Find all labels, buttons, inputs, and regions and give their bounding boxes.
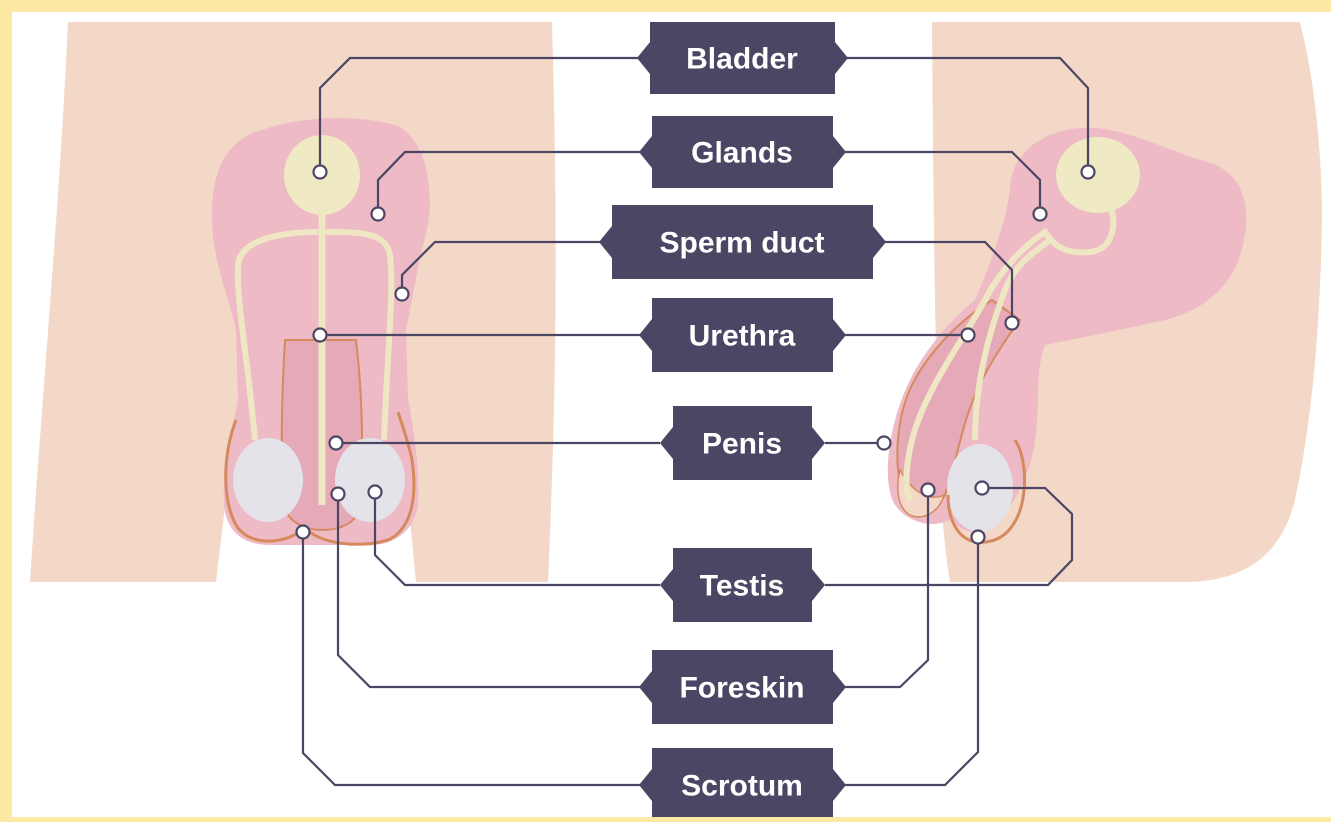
dot-scrotum-side: [972, 531, 985, 544]
front-view-illustration: [30, 22, 556, 582]
front-view-testis-right: [335, 438, 405, 522]
dot-scrotum-front: [297, 526, 310, 539]
dot-foreskin-side: [922, 484, 935, 497]
label-bladder: Bladder: [686, 43, 798, 76]
dot-urethra-front: [314, 329, 327, 342]
label-scrotum: Scrotum: [681, 770, 803, 803]
front-view-testis-left: [233, 438, 303, 522]
dot-testis-side: [976, 482, 989, 495]
dot-bladder-front: [314, 166, 327, 179]
dot-glands-front: [372, 208, 385, 221]
side-view-bladder: [1056, 137, 1140, 213]
label-urethra: Urethra: [689, 320, 796, 353]
dot-foreskin-front: [332, 488, 345, 501]
dot-testis-front: [369, 486, 382, 499]
label-foreskin: Foreskin: [679, 672, 804, 705]
dot-penis-front: [330, 437, 343, 450]
dot-urethra-side: [962, 329, 975, 342]
label-testis: Testis: [700, 570, 784, 603]
dot-bladder-side: [1082, 166, 1095, 179]
dot-glands-side: [1034, 208, 1047, 221]
label-penis: Penis: [702, 428, 782, 461]
dot-sperm-duct-side: [1006, 317, 1019, 330]
dot-sperm-duct-front: [396, 288, 409, 301]
side-view-illustration: [888, 22, 1322, 582]
label-glands: Glands: [691, 137, 793, 170]
label-sperm-duct: Sperm duct: [659, 227, 824, 260]
dot-penis-side: [878, 437, 891, 450]
